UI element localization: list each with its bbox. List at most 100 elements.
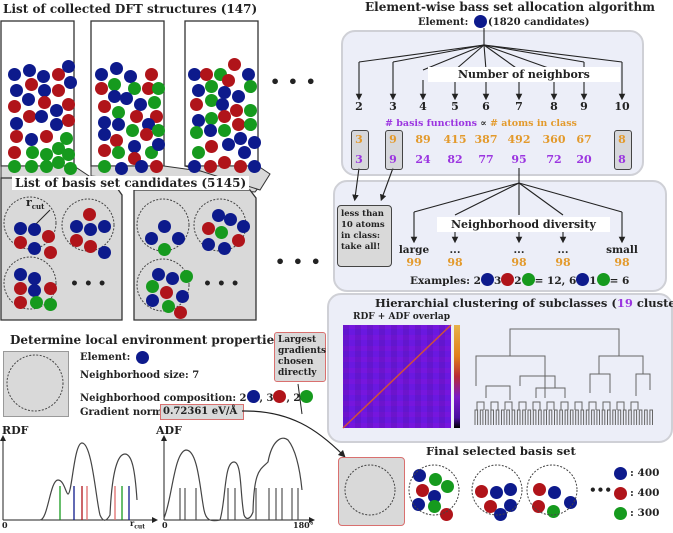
atom-blue xyxy=(112,118,125,131)
cutoff-circle xyxy=(408,464,460,516)
dendrogram-branch xyxy=(633,409,638,425)
element-atom-blue xyxy=(136,351,149,364)
atom-blue xyxy=(232,90,245,103)
atom-blue xyxy=(134,98,147,111)
atom-blue xyxy=(564,496,577,509)
atom-red xyxy=(40,130,53,143)
atom-blue xyxy=(152,268,165,281)
atom-green xyxy=(218,124,231,137)
dendrogram-branch xyxy=(490,401,499,410)
composition-count-blue: 2 xyxy=(239,393,247,404)
dendrogram-branch xyxy=(479,409,484,425)
dendrogram-branch xyxy=(612,409,616,425)
atom-blue xyxy=(237,220,250,233)
cutoff-circle xyxy=(3,196,57,250)
atom-green xyxy=(40,160,53,173)
atom-green xyxy=(112,146,125,159)
atom-green xyxy=(26,146,39,159)
diversity-label: Neighborhood diversity xyxy=(437,217,610,232)
local-env-title: Determine local environment properties xyxy=(10,333,281,347)
dendrogram-branch xyxy=(638,409,643,425)
atom-green xyxy=(244,80,257,93)
atom-red xyxy=(98,144,111,157)
dendrogram-branch xyxy=(569,409,574,425)
atom-green-icon xyxy=(521,273,535,286)
dendrogram-branch xyxy=(509,328,620,356)
dendrogram-branch xyxy=(546,401,555,410)
final-highlighted-candidate xyxy=(338,457,405,526)
atom-red xyxy=(190,98,203,111)
example-count: 3 xyxy=(493,275,502,287)
atom-green xyxy=(44,298,57,311)
atoms-in-class-value: 387 xyxy=(474,133,498,146)
dendrogram-branch xyxy=(616,401,625,410)
gradient-value: 0.72361 eV/Å xyxy=(160,404,244,420)
atom-red xyxy=(140,128,153,141)
formula-atoms: # atoms in class xyxy=(489,118,577,129)
atom-blue xyxy=(98,128,111,141)
basis-function-value: 77 xyxy=(478,153,494,166)
neighbor-count: 9 xyxy=(580,100,588,113)
atom-blue xyxy=(172,232,185,245)
dendrogram-branch xyxy=(622,409,627,425)
composition-count-red: 3 xyxy=(266,393,274,404)
rdf-x-end-sub: cut xyxy=(134,523,146,531)
atom-red xyxy=(62,98,75,111)
neighbor-count: 8 xyxy=(550,100,558,113)
atom-red xyxy=(83,208,96,221)
neighbor-count: 7 xyxy=(515,100,523,113)
atom-green xyxy=(152,124,165,137)
atom-blue xyxy=(23,64,36,77)
ellipsis-structures: • • • xyxy=(270,72,317,91)
atom-blue xyxy=(28,223,41,236)
atom-green xyxy=(146,280,159,293)
legend-count: : 400 xyxy=(630,487,660,499)
note-line: less than xyxy=(341,209,384,219)
dendrogram-branch xyxy=(574,401,583,410)
basis-function-value: 20 xyxy=(576,153,592,166)
dendrogram-branch xyxy=(519,375,556,388)
atom-blue xyxy=(216,98,229,111)
gradient-to-final-arrow xyxy=(241,410,346,458)
composition-count-green: 2 xyxy=(293,393,301,404)
atom-blue xyxy=(428,490,441,503)
dendrogram-branch xyxy=(602,401,611,410)
atom-green xyxy=(52,156,65,169)
dft-structures-title: List of collected DFT structures (147) xyxy=(3,2,258,16)
atom-blue xyxy=(35,110,48,123)
atom-green xyxy=(428,500,441,513)
diversity-value: 99 xyxy=(406,256,422,269)
dendrogram-branch xyxy=(475,355,546,398)
atom-blue-icon xyxy=(576,273,590,286)
atom-red xyxy=(475,485,488,498)
branch-line xyxy=(483,44,623,63)
branch-line xyxy=(483,44,520,71)
atom-green xyxy=(215,226,228,239)
atom-blue xyxy=(64,76,77,89)
atom-green xyxy=(126,124,139,137)
dendrogram-branch xyxy=(548,409,553,425)
note-line: chosen xyxy=(278,357,314,367)
atom-green xyxy=(190,126,203,139)
legend-atom-blue xyxy=(614,467,627,480)
heatmap-diagonal xyxy=(342,324,452,429)
algo-element-label: Element: xyxy=(418,17,469,28)
note-pointer xyxy=(297,383,303,415)
legend-count: : 300 xyxy=(630,507,660,519)
heatmap-title: RDF + ADF overlap xyxy=(353,312,451,322)
neighborhood-composition: Neighborhood composition: 2, 3, 2 xyxy=(80,388,314,404)
atom-red xyxy=(416,484,429,497)
formula-op: ∝ xyxy=(480,118,487,129)
atom-blue xyxy=(548,486,561,499)
note-line: 10 atoms xyxy=(341,220,385,230)
atom-blue xyxy=(218,242,231,255)
atom-green xyxy=(64,162,77,175)
dendrogram-branch xyxy=(635,373,651,396)
cutoff-circle xyxy=(344,464,396,516)
neighbor-count: 3 xyxy=(389,100,397,113)
clustering-title-suffix: clusters) xyxy=(636,296,673,310)
atom-green xyxy=(52,142,65,155)
atom-green xyxy=(128,82,141,95)
